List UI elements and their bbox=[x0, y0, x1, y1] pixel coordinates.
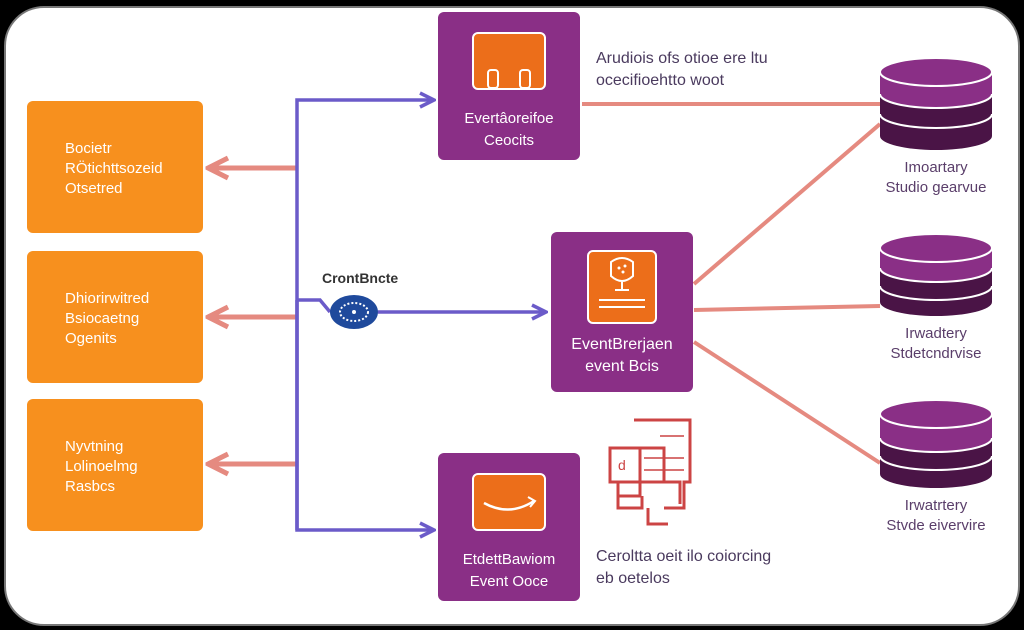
left-box-1-line-1: Bocietr bbox=[65, 140, 112, 157]
left-box-2[interactable]: Dhiorirwitred Bsiocaetng Ogenits bbox=[27, 251, 203, 383]
database-2-label-2: Stdetcndrvise bbox=[890, 345, 982, 362]
bottom-note-line-1: Ceroltta oeit ilo coiorcing bbox=[596, 548, 772, 565]
top-service-label-1: Evertâoreifoe bbox=[464, 110, 554, 127]
svg-text:d: d bbox=[618, 457, 626, 473]
amazon-smile-icon bbox=[472, 473, 546, 531]
left-box-2-line-1: Dhiorirwitred bbox=[65, 290, 150, 307]
bottom-service-node[interactable]: EtdettBawiom Event Ooce bbox=[438, 453, 580, 601]
left-box-1[interactable]: Bocietr RÖtichttsozeid Otsetred bbox=[27, 101, 203, 233]
left-box-2-line-2: Bsiocaetng bbox=[65, 310, 140, 327]
line-mid-to-db-1 bbox=[692, 122, 882, 286]
database-3-label-2: Stvde eivervire bbox=[886, 517, 986, 534]
terminal-icon bbox=[472, 32, 546, 90]
database-3-label-1: Irwatrtery bbox=[904, 497, 968, 514]
database-3[interactable]: Irwatrtery Stvde eivervire bbox=[876, 398, 996, 536]
top-note: Arudiois ofs otioe ere ltu ocecifioehtto… bbox=[596, 48, 768, 92]
line-mid-to-db-3 bbox=[692, 340, 882, 465]
database-1-label-2: Studio gearvue bbox=[885, 179, 987, 196]
documents-icon: d bbox=[608, 418, 692, 526]
mid-service-label-1: EventBrerjaen bbox=[571, 336, 673, 353]
bottom-service-label-1: EtdettBawiom bbox=[462, 551, 556, 568]
bottom-note: Ceroltta oeit ilo coiorcing eb oetelos bbox=[596, 546, 771, 590]
mid-service-node[interactable]: EventBrerjaen event Bcis bbox=[551, 232, 693, 392]
bottom-note-line-2: eb oetelos bbox=[596, 570, 670, 587]
left-box-3-line-1: Nyvtning bbox=[65, 438, 124, 455]
arrow-to-bottom-service bbox=[295, 300, 434, 530]
hub-label: CrontBncte bbox=[322, 270, 399, 286]
left-box-3[interactable]: Nyvtning Lolinoelmg Rasbcs bbox=[27, 399, 203, 531]
left-box-2-line-3: Ogenits bbox=[65, 330, 117, 347]
top-service-node[interactable]: Evertâoreifoe Ceocits bbox=[438, 12, 580, 160]
left-box-3-line-3: Rasbcs bbox=[65, 478, 116, 495]
bottom-service-label-2: Event Ooce bbox=[469, 573, 549, 590]
event-bus-icon bbox=[587, 250, 657, 324]
mid-service-label-2: event Bcis bbox=[585, 358, 659, 375]
left-box-1-line-3: Otsetred bbox=[65, 180, 123, 197]
line-mid-to-db-2 bbox=[693, 304, 881, 312]
top-service-label-2: Ceocits bbox=[483, 132, 535, 149]
database-icon bbox=[879, 399, 993, 488]
top-note-line-1: Arudiois ofs otioe ere ltu bbox=[596, 50, 768, 67]
top-note-line-2: ocecifioehtto woot bbox=[596, 72, 725, 89]
hub-link bbox=[297, 298, 332, 314]
database-1-label-1: Imoartary bbox=[904, 159, 968, 176]
left-box-3-line-2: Lolinoelmg bbox=[65, 458, 138, 475]
database-icon bbox=[879, 233, 993, 316]
database-icon bbox=[879, 57, 993, 150]
database-2-label-1: Irwadtery bbox=[905, 325, 967, 342]
database-2[interactable]: Irwadtery Stdetcndrvise bbox=[876, 232, 996, 364]
database-1[interactable]: Imoartary Studio gearvue bbox=[876, 56, 996, 198]
network-hub-icon bbox=[330, 295, 378, 329]
left-box-1-line-2: RÖtichttsozeid bbox=[65, 160, 163, 177]
